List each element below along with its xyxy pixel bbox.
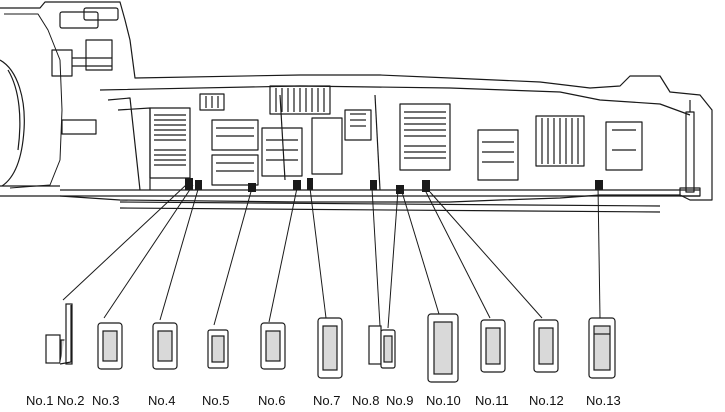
bearing-no2-icon [59,303,73,365]
bearing-labels: No.1 No.2 No.3 No.4 No.5 No.6 No.7 No.8 … [26,393,621,408]
clutch-pack-3 [535,115,585,167]
label-no3: No.3 [92,393,119,408]
bearing-no10-icon [427,313,459,383]
bearing-no5-icon [207,329,229,369]
label-no7: No.7 [313,393,340,408]
label-no8: No.8 [352,393,379,408]
bearing-no6-icon [260,322,286,370]
bearing-no11-icon [480,319,506,373]
bearing-no9-icon [380,329,396,369]
bearing-no3-icon [97,322,123,370]
bearing-icons [45,303,616,383]
section-bearing-marks [185,178,603,194]
transmission-cross-section [0,1,713,213]
bearing-no13-icon [588,317,616,379]
label-no1: No.1 [26,393,53,408]
leader-lines [62,184,601,329]
label-no10: No.10 [426,393,461,408]
clutch-pack-1 [149,107,191,179]
bearing-no1-icon [45,334,61,364]
label-no5: No.5 [202,393,229,408]
bearing-no8-icon [368,325,382,365]
label-no11: No.11 [475,393,509,408]
label-no9: No.9 [386,393,413,408]
label-no12: No.12 [529,393,564,408]
bearing-no12-icon [533,319,559,373]
label-no6: No.6 [258,393,285,408]
upper-clutch-stack [199,85,331,115]
clutch-pack-2 [399,103,451,171]
bearing-no4-icon [152,322,178,370]
planetary-set-a [211,119,303,186]
label-no13: No.13 [586,393,621,408]
label-no2: No.2 [57,393,84,408]
label-no4: No.4 [148,393,175,408]
bearing-no7-icon [317,317,343,379]
